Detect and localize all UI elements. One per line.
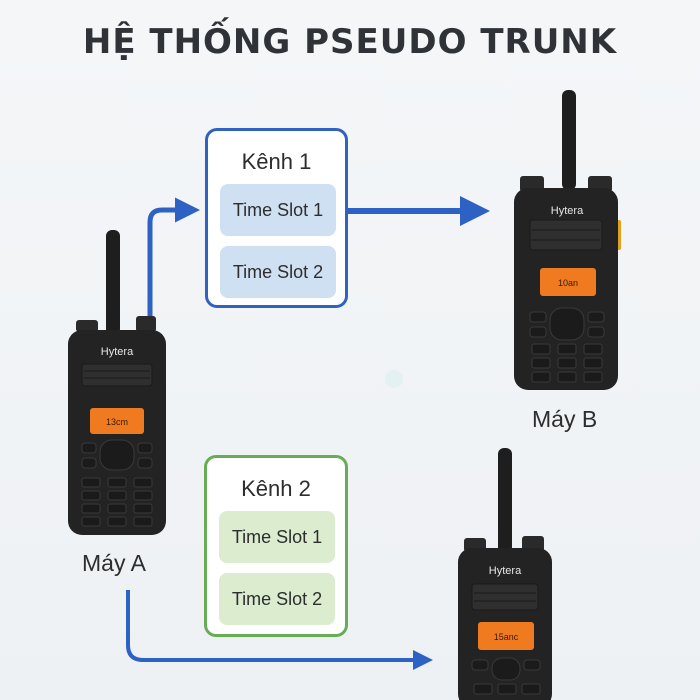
soft-key [587,326,605,338]
soft-key [81,457,97,469]
nav-pad [549,307,585,341]
channel-1-box: Kênh 1 Time Slot 1 Time Slot 2 [205,128,348,308]
radio-b-display-text: 10an [558,278,578,288]
soft-key [523,659,541,671]
display-screen [478,622,534,650]
knob [136,316,156,332]
speaker-grille [471,583,539,611]
radio-c-brand: Hytera [489,565,522,577]
channel-2-title: Kênh 2 [241,476,311,501]
radio-a-label: Máy A [82,550,146,576]
radio-b-brand: Hytera [551,205,584,217]
keypad [531,343,603,383]
radio-c-display-text: 15anc [494,632,519,642]
antenna [498,448,512,553]
arrow-radio-a-to-radio-c [126,590,433,670]
arrow-radio-a-to-channel-1 [147,197,200,335]
nav-pad [491,657,521,681]
soft-key [529,311,547,323]
channel-1-title: Kênh 1 [241,149,312,174]
channel-2-time-slot-1: Time Slot 1 [219,511,335,563]
soft-key [587,311,605,323]
radio-b: Hytera 10an [514,90,621,390]
channel-1-time-slot-2: Time Slot 2 [220,246,336,298]
radio-c: Hytera 15anc [458,448,552,700]
speaker-grille [529,219,603,251]
soft-key [137,442,153,454]
decorative-dot [385,370,403,388]
radio-b-label: Máy B [532,406,598,432]
channel-2-box: Kênh 2 Time Slot 1 Time Slot 2 [204,455,348,637]
knob [76,320,98,332]
nav-pad [99,439,135,471]
keypad [473,683,541,695]
channel-2-time-slot-2: Time Slot 2 [219,573,335,625]
antenna [106,230,120,335]
keypad [81,477,153,527]
soft-key [471,659,489,671]
soft-key [81,442,97,454]
radio-a-display-text: 13cm [106,417,128,427]
page-title: HỆ THỐNG PSEUDO TRUNK [82,22,618,62]
soft-key [137,457,153,469]
radio-a: Hytera 13cm [68,230,166,535]
speaker-grille [81,363,153,387]
channel-1-time-slot-1: Time Slot 1 [220,184,336,236]
antenna [562,90,576,190]
display-screen [90,408,144,434]
soft-key [529,326,547,338]
display-screen [540,268,596,296]
radio-a-brand: Hytera [101,346,134,358]
